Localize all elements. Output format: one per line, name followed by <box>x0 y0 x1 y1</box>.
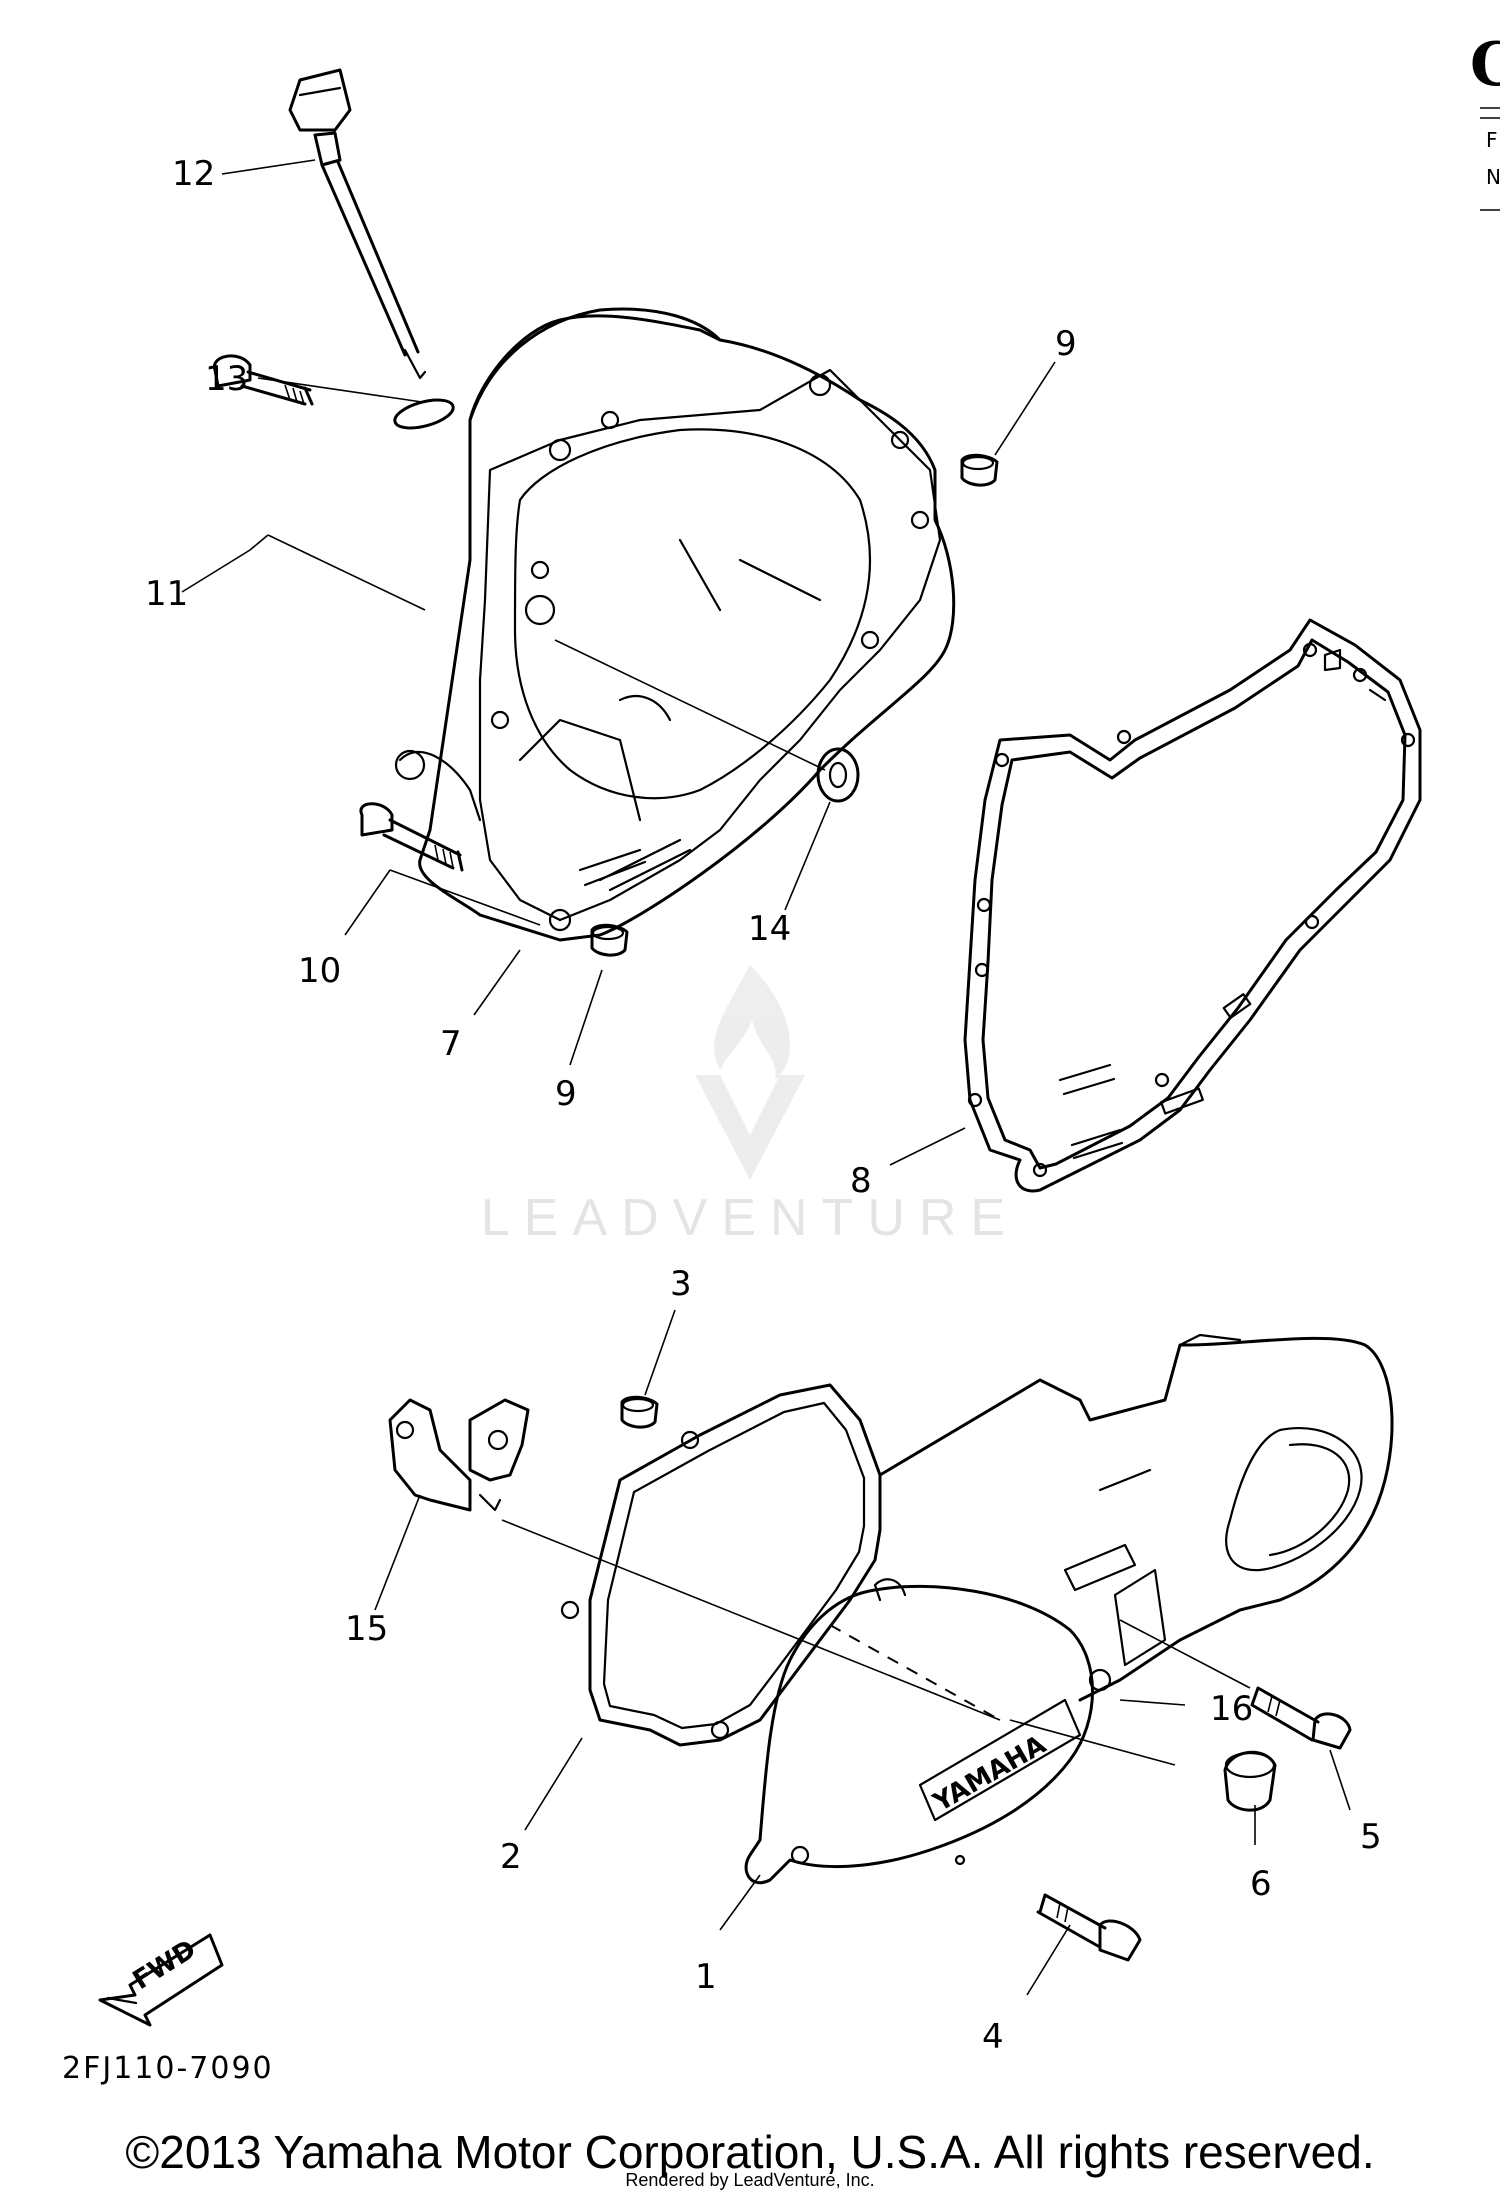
callout-2: 2 <box>500 1837 522 1877</box>
callout-4: 4 <box>982 2017 1004 2057</box>
callout-16: 16 <box>1210 1689 1253 1729</box>
callout-12: 12 <box>172 154 215 194</box>
callout-3: 3 <box>670 1264 692 1304</box>
rendered-by-notice: Rendered by LeadVenture, Inc. <box>625 2170 875 2190</box>
dowel-pin-9-lower <box>590 923 629 957</box>
callout-15: 15 <box>345 1609 388 1649</box>
corner-text-2: N <box>1486 165 1500 189</box>
cap-6 <box>1223 1750 1277 1812</box>
callout-14: 14 <box>748 909 791 949</box>
crankcase-cover-7 <box>394 307 956 942</box>
oil-seal-14 <box>816 747 860 803</box>
bolt-10 <box>359 802 464 872</box>
callout-numbers: 12 13 11 10 7 9 9 14 8 3 15 16 5 2 6 1 4 <box>145 154 1382 2057</box>
callout-9-lower: 9 <box>555 1074 577 1114</box>
callout-9-upper: 9 <box>1055 324 1077 364</box>
corner-text-1: F <box>1486 128 1498 152</box>
section-letter: C <box>1470 30 1500 100</box>
bolt-5 <box>1250 1686 1352 1750</box>
callout-6: 6 <box>1250 1864 1272 1904</box>
callout-8: 8 <box>850 1161 872 1201</box>
diagram-code: 2FJ110-7090 <box>62 2051 274 2086</box>
bracket-15 <box>388 1398 530 1512</box>
callout-5: 5 <box>1360 1817 1382 1857</box>
watermark-text: LEADVENTURE <box>481 1189 1019 1247</box>
fwd-arrow-icon: FWD <box>98 1933 224 2027</box>
callout-13: 13 <box>205 359 248 399</box>
oil-level-gauge-12 <box>288 68 427 380</box>
bolt-4 <box>1036 1893 1142 1962</box>
dowel-pin-9-upper <box>960 453 999 487</box>
callout-1: 1 <box>695 1957 717 1997</box>
gasket-8 <box>963 618 1422 1193</box>
callout-7: 7 <box>440 1024 462 1064</box>
gasket-2 <box>560 1383 882 1747</box>
callout-11: 11 <box>145 574 188 614</box>
watermark-logo: LEADVENTURE <box>481 965 1019 1247</box>
callout-10: 10 <box>298 951 341 991</box>
leader-lines <box>181 159 1351 1996</box>
o-ring-13 <box>393 398 455 430</box>
copyright-notice: ©2013 Yamaha Motor Corporation, U.S.A. A… <box>125 2126 1375 2178</box>
dowel-pin-3 <box>620 1395 659 1429</box>
